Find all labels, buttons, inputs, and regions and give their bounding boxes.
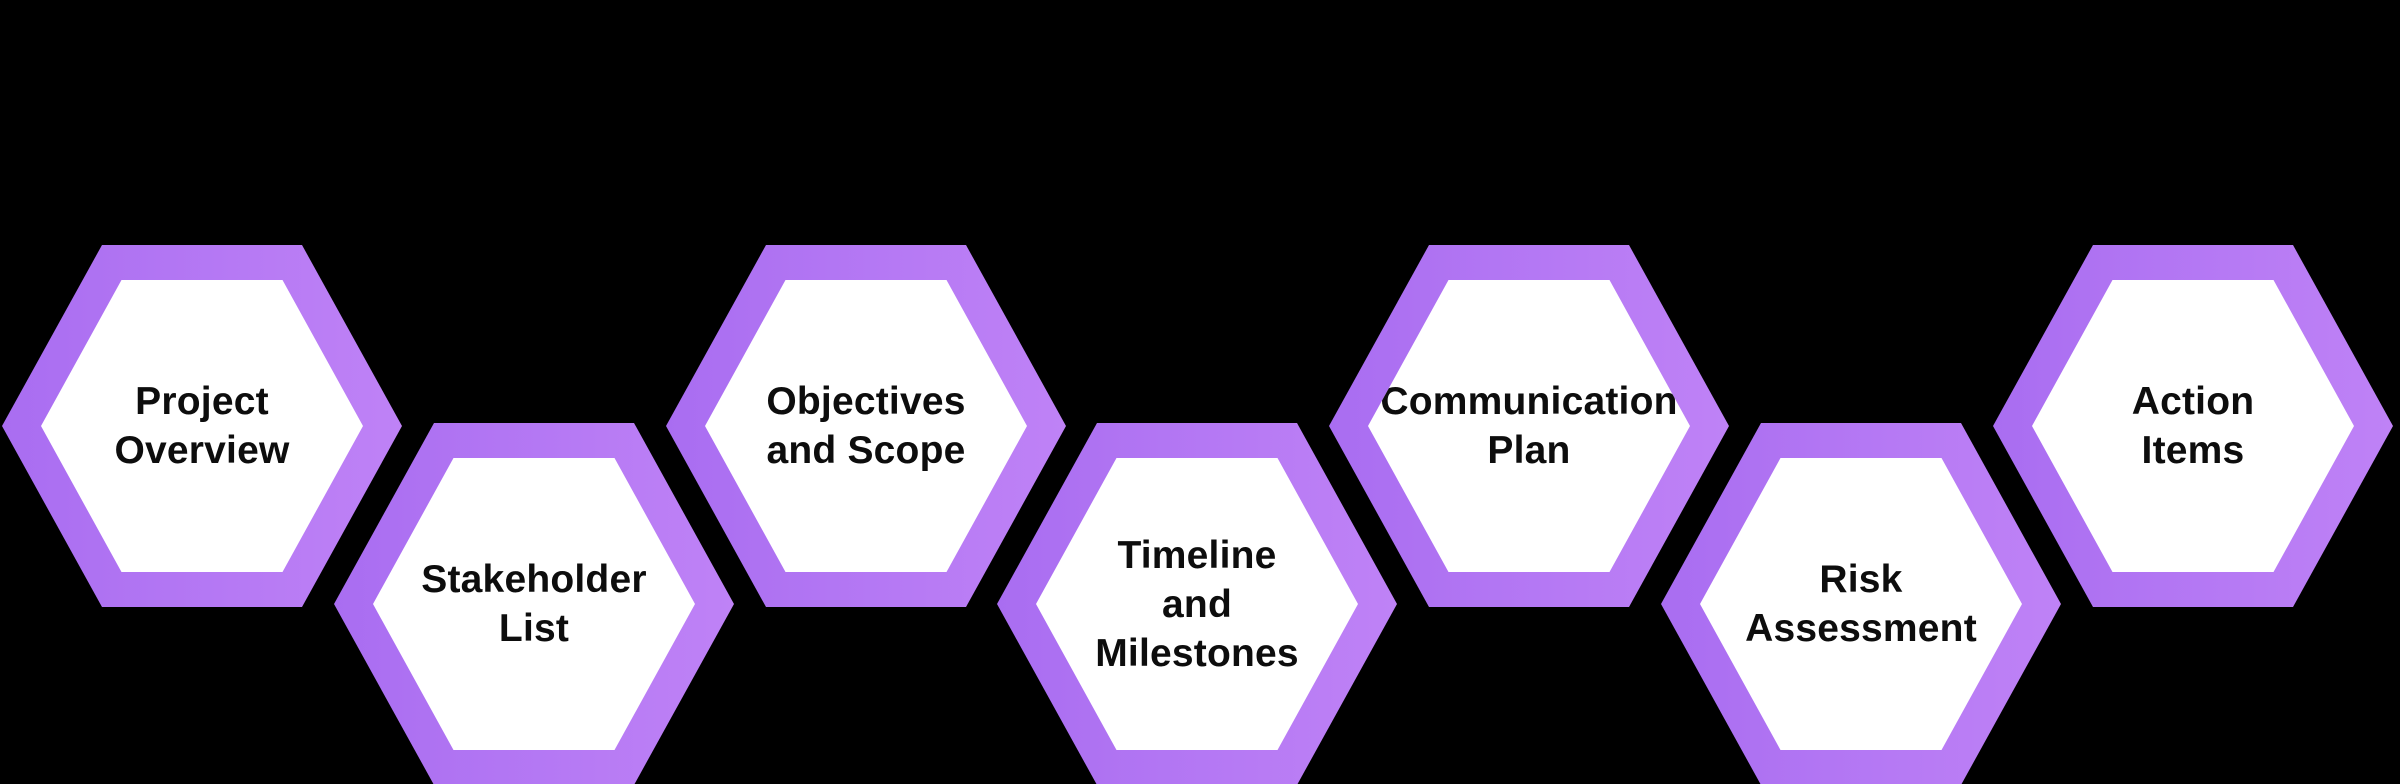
label-line: Stakeholder — [421, 558, 647, 601]
label-line: Timeline — [1117, 533, 1277, 577]
hexagon-label: Timeline and Milestones — [1095, 531, 1299, 678]
hexagon-fill: Risk Assessment — [1700, 458, 2022, 750]
hex-stakeholder-list: Stakeholder List — [334, 423, 734, 784]
hex-project-overview: Project Overview — [2, 245, 402, 607]
hexagon-border: Stakeholder List — [334, 423, 734, 784]
label-line: Objectives — [766, 380, 966, 423]
hexagon-border: Objectives and Scope — [666, 245, 1066, 607]
label-line: Project — [135, 380, 269, 423]
hexagon-fill: Objectives and Scope — [705, 280, 1027, 572]
hex-communication-plan: Communication Plan — [1329, 245, 1729, 607]
label-line: and Scope — [766, 429, 966, 472]
hex-objectives-and-scope: Objectives and Scope — [666, 245, 1066, 607]
label-line: Action — [2131, 380, 2255, 423]
label-line: and — [1162, 582, 1232, 626]
label-line: Items — [2141, 429, 2245, 472]
hex-action-items: Action Items — [1993, 245, 2393, 607]
hexagon-fill: Action Items — [2032, 280, 2354, 572]
hex-timeline-and-milestones: Timeline and Milestones — [997, 423, 1397, 784]
label-line: Milestones — [1095, 631, 1299, 675]
label-line: Assessment — [1745, 607, 1977, 650]
hexagon-label: Objectives and Scope — [766, 377, 965, 475]
hexagon-fill: Timeline and Milestones — [1036, 458, 1358, 750]
hexagon-label: Project Overview — [114, 377, 289, 475]
hexagon-border: Action Items — [1993, 245, 2393, 607]
label-line: Communication — [1380, 380, 1678, 423]
label-line: List — [498, 607, 570, 650]
label-line: Risk — [1819, 558, 1903, 601]
hex-risk-assessment: Risk Assessment — [1661, 423, 2061, 784]
hexagon-label: Stakeholder List — [421, 555, 646, 653]
label-line: Overview — [114, 429, 290, 472]
hexagon-label: Action Items — [2132, 377, 2255, 475]
hexagon-label: Communication Plan — [1380, 377, 1677, 475]
hexagon-label: Risk Assessment — [1745, 555, 1977, 653]
hexagon-fill: Communication Plan — [1368, 280, 1690, 572]
hexagon-fill: Stakeholder List — [373, 458, 695, 750]
hexagon-border: Timeline and Milestones — [997, 423, 1397, 784]
label-line: Plan — [1487, 429, 1571, 472]
hexagon-fill: Project Overview — [41, 280, 363, 572]
